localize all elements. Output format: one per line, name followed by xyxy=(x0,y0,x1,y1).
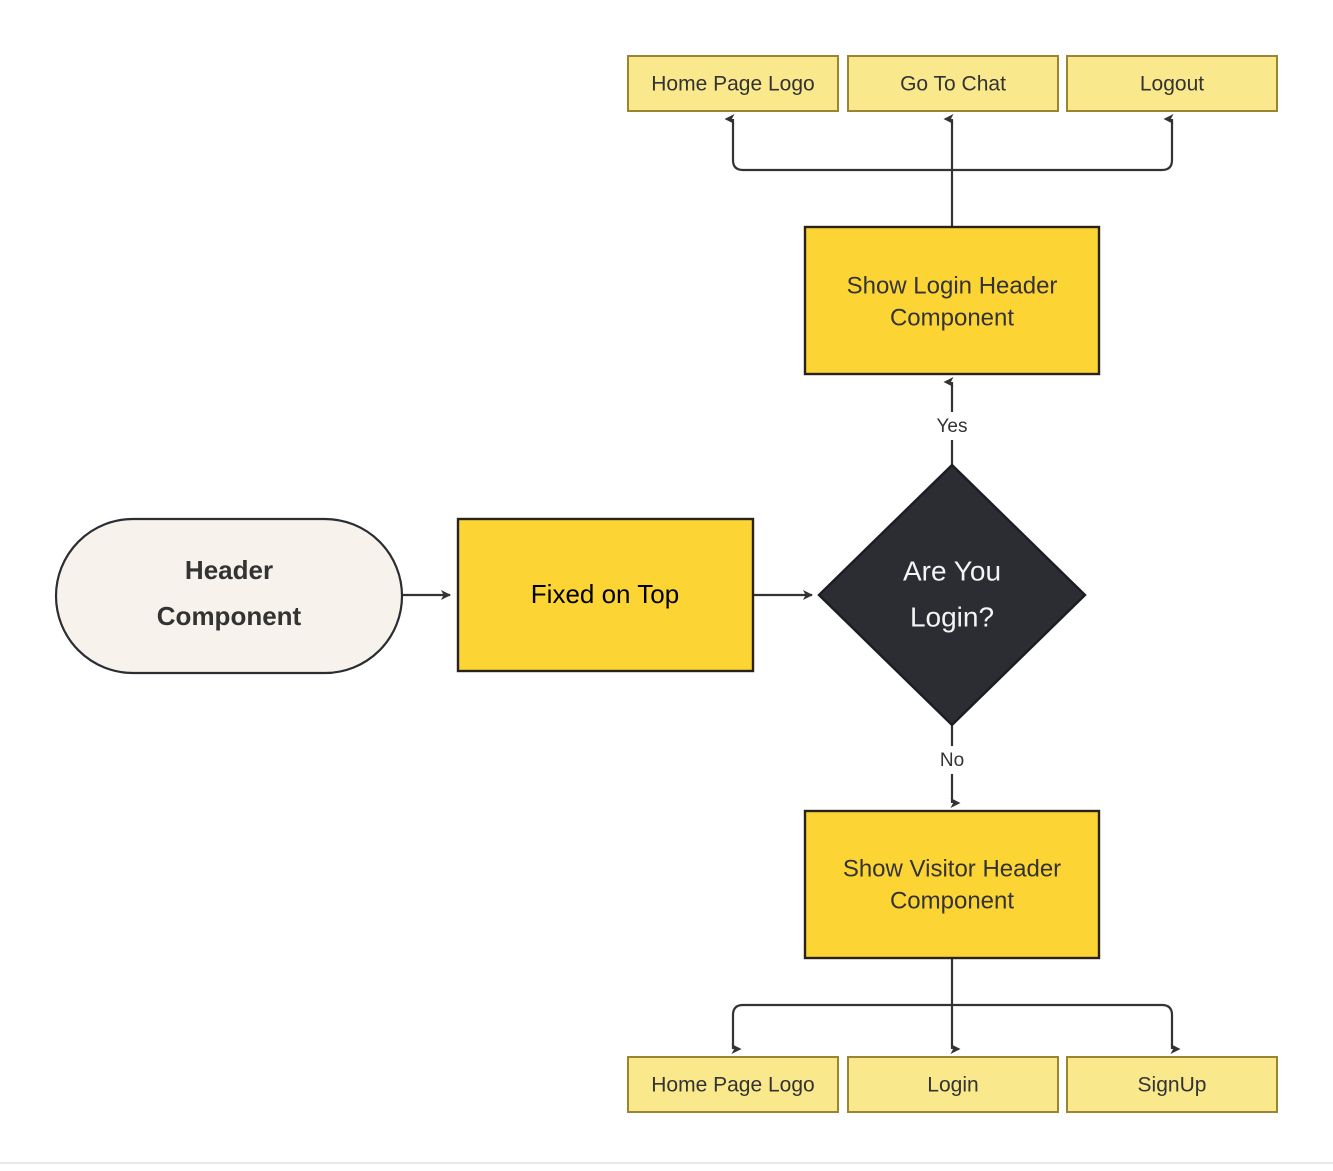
fixed-on-top-shape[interactable] xyxy=(456,517,755,673)
svg-text:Yes: Yes xyxy=(937,416,968,437)
node-are-you-login[interactable]: Are You Login? xyxy=(817,463,1087,727)
edge-label-yes: Yes xyxy=(929,412,975,440)
edge-login-to-logout xyxy=(952,114,1174,172)
are-you-login-shape[interactable] xyxy=(817,463,1087,727)
header-component-shape[interactable] xyxy=(54,517,404,675)
login-shape[interactable] xyxy=(847,1056,1059,1113)
node-header-component[interactable]: Header Component xyxy=(54,517,404,675)
node-show-visitor-header-component[interactable]: Show Visitor Header Component xyxy=(803,809,1101,960)
node-signup[interactable]: SignUp xyxy=(1066,1056,1278,1113)
show-visitor-header-shape[interactable] xyxy=(803,809,1101,960)
node-show-login-header-component[interactable]: Show Login Header Component xyxy=(803,225,1101,376)
signup-shape[interactable] xyxy=(1066,1056,1278,1113)
node-visitor-home-page-logo[interactable]: Home Page Logo xyxy=(627,1056,839,1113)
node-login[interactable]: Login xyxy=(847,1056,1059,1113)
node-login-home-page-logo[interactable]: Home Page Logo xyxy=(627,55,839,112)
logout-shape[interactable] xyxy=(1066,55,1278,112)
show-login-header-shape[interactable] xyxy=(803,225,1101,376)
edge-label-no: No xyxy=(934,746,971,774)
visitor-home-page-logo-shape[interactable] xyxy=(627,1056,839,1113)
node-logout[interactable]: Logout xyxy=(1066,55,1278,112)
edge-visitor-to-home-page-logo xyxy=(731,1003,952,1054)
edge-visitor-to-signup xyxy=(952,1003,1181,1054)
login-home-page-logo-shape[interactable] xyxy=(627,55,839,112)
node-go-to-chat[interactable]: Go To Chat xyxy=(847,55,1059,112)
node-fixed-on-top[interactable]: Fixed on Top xyxy=(456,517,755,673)
svg-text:No: No xyxy=(940,750,964,771)
go-to-chat-shape[interactable] xyxy=(847,55,1059,112)
edge-login-to-home-page-logo xyxy=(724,114,952,172)
